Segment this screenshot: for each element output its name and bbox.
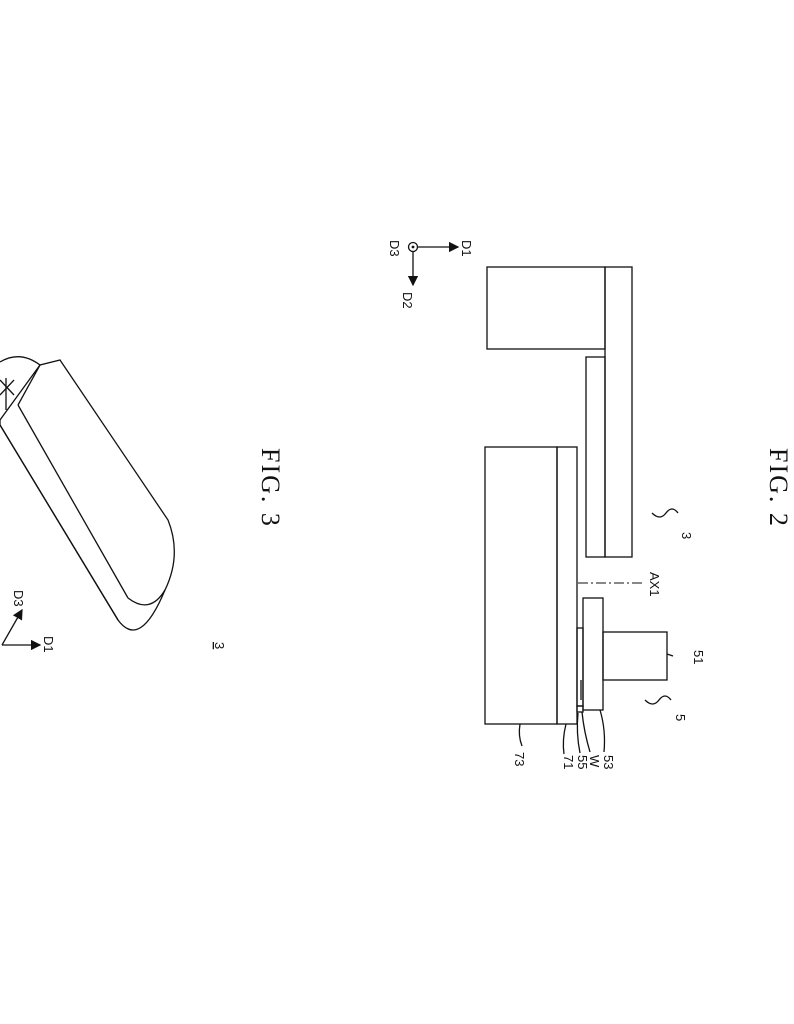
- axis-ax1: AX1: [578, 572, 662, 597]
- fig3-axis-d3: D3: [11, 590, 26, 607]
- fig3-title: FIG. 3: [256, 448, 285, 528]
- fig3-axis-indicator: D1 D3: [1, 590, 56, 653]
- axis-label-d1: D1: [459, 240, 474, 257]
- wafer-w: [576, 627, 584, 707]
- part-51-stem: [602, 631, 668, 681]
- leader-lines: [518, 508, 679, 755]
- part-3-perspective: [0, 356, 175, 631]
- fig3-diagram: FIG. 3 D1 D3 3: [0, 356, 285, 653]
- ref-3: 3: [679, 532, 694, 539]
- ref-71: 71: [561, 755, 576, 769]
- ref-73: 73: [512, 752, 527, 766]
- axis-label-d3: D3: [387, 240, 402, 257]
- axis-label-d2: D2: [400, 292, 415, 309]
- fig2-title: FIG. 2: [764, 448, 793, 528]
- ref-w: W: [587, 755, 602, 768]
- ref-5: 5: [673, 714, 688, 721]
- part-73-base: [484, 446, 558, 725]
- ref-55: 55: [575, 755, 590, 769]
- part-53-chuck: [582, 597, 604, 711]
- fig3-ref-3: 3: [212, 642, 227, 649]
- part-3-arm: [486, 266, 633, 558]
- fig2-axis-indicator: D1 D2 D3: [387, 240, 474, 309]
- label-ax1: AX1: [647, 572, 662, 597]
- part-55-pad: [576, 705, 584, 713]
- assembly-5: [576, 597, 668, 713]
- ref-53: 53: [601, 755, 616, 769]
- fig3-axis-d1: D1: [41, 636, 56, 653]
- ref-51: 51: [691, 650, 706, 664]
- fig2-diagram: FIG. 2 D1 D2 D3 AX1: [387, 240, 793, 769]
- part-71-layer: [556, 446, 578, 725]
